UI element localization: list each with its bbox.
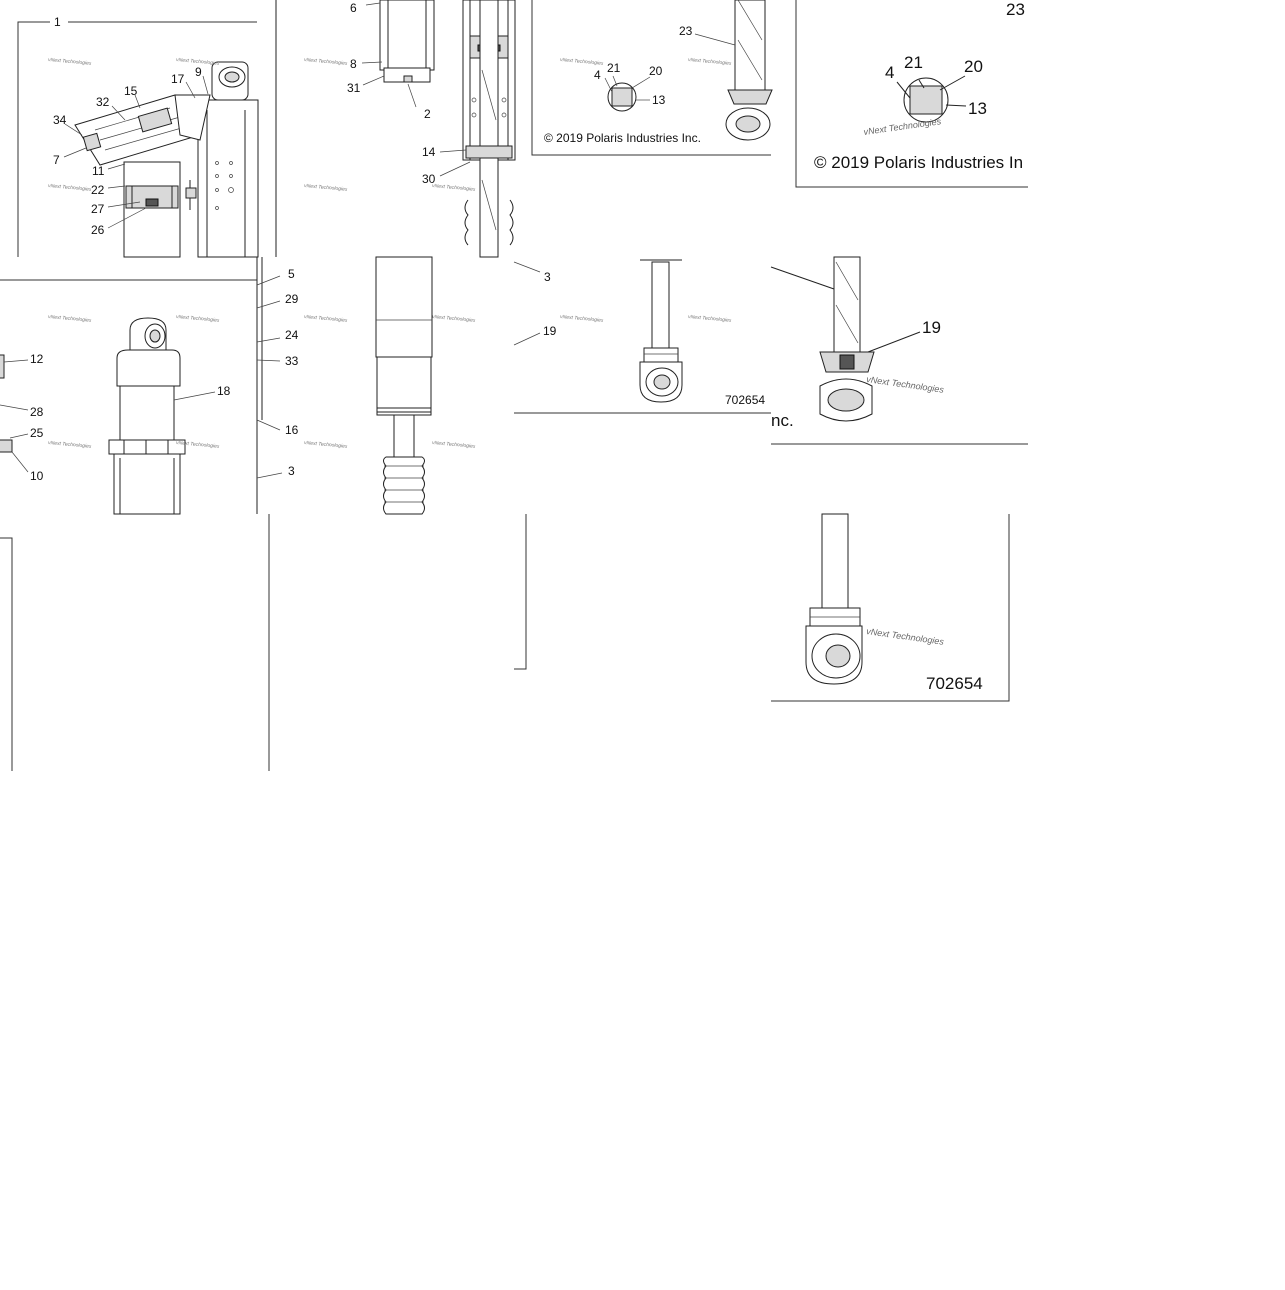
watermark: vNext Technologies bbox=[176, 57, 220, 67]
callout-16: 16 bbox=[285, 423, 299, 437]
watermark: vNext Technologies bbox=[304, 440, 348, 450]
copyright-notice-tail: nc. bbox=[771, 411, 794, 430]
callout-24: 24 bbox=[285, 328, 299, 342]
callout-23: 23 bbox=[1006, 0, 1025, 19]
callout-19: 19 bbox=[922, 318, 941, 337]
figure-number-zoom: 702654 bbox=[926, 674, 983, 693]
watermark: vNext Technologies bbox=[560, 57, 604, 67]
callout-23: 23 bbox=[679, 24, 693, 38]
tile-zoom-lower-eyelet: 19 vNext Technologies nc. bbox=[770, 256, 1028, 445]
watermark: vNext Technologies bbox=[863, 116, 942, 137]
watermark: vNext Technologies bbox=[48, 183, 92, 193]
lower-shaft bbox=[651, 261, 670, 351]
callout-5: 5 bbox=[288, 267, 295, 281]
callout-20: 20 bbox=[964, 57, 983, 76]
callout-8: 8 bbox=[350, 57, 357, 71]
callout-3: 3 bbox=[288, 464, 295, 478]
callout-19: 19 bbox=[543, 324, 557, 338]
watermark: vNext Technologies bbox=[304, 57, 348, 67]
tube-end bbox=[376, 356, 432, 416]
watermark: vNext Technologies bbox=[866, 374, 945, 395]
callout-18: 18 bbox=[217, 384, 231, 398]
callout-27: 27 bbox=[91, 202, 105, 216]
callout-13: 13 bbox=[652, 93, 666, 107]
watermark: vNext Technologies bbox=[48, 440, 92, 450]
callout-14: 14 bbox=[422, 145, 436, 159]
main-cylinder bbox=[123, 161, 181, 258]
callout-22: 22 bbox=[91, 183, 105, 197]
figure-number: 702654 bbox=[725, 393, 765, 407]
callout-28: 28 bbox=[30, 405, 44, 419]
shaft-zoom bbox=[833, 256, 861, 353]
callout-13: 13 bbox=[968, 99, 987, 118]
callout-26: 26 bbox=[91, 223, 105, 237]
shock-body bbox=[197, 99, 259, 258]
callout-20: 20 bbox=[649, 64, 663, 78]
callout-4: 4 bbox=[594, 68, 601, 82]
callout-4: 4 bbox=[885, 63, 894, 82]
shock-body-upper bbox=[119, 385, 175, 441]
tile-shaft-bumper: 5 29 24 33 16 3 vNext Technologies vNext… bbox=[256, 256, 476, 515]
watermark: vNext Technologies bbox=[48, 314, 92, 324]
callout-29: 29 bbox=[285, 292, 299, 306]
tile-assembled-shock: 12 28 25 10 18 vNext Technologies vNext … bbox=[0, 279, 257, 515]
callout-34: 34 bbox=[53, 113, 67, 127]
shaft bbox=[734, 0, 766, 91]
callout-6: 6 bbox=[350, 1, 357, 15]
watermark: vNext Technologies bbox=[304, 183, 348, 193]
watermark: vNext Technologies bbox=[176, 314, 220, 324]
shaft-lower bbox=[393, 414, 415, 458]
watermark: vNext Technologies bbox=[48, 57, 92, 67]
tile-frame-fragment-left bbox=[0, 537, 13, 771]
callout-21: 21 bbox=[607, 61, 621, 75]
tile-reservoir-assembly: 1 32 bbox=[17, 15, 259, 258]
callout-10: 10 bbox=[30, 469, 44, 483]
watermark: vNext Technologies bbox=[432, 183, 476, 193]
tile-body-section: 6 8 31 2 14 30 vNext Technologies vNext … bbox=[275, 0, 516, 258]
body-tube bbox=[375, 256, 433, 358]
tile-zoom-small-parts: 23 21 20 4 13 vNext Technologies © 2019 … bbox=[795, 0, 1028, 188]
watermark: vNext Technologies bbox=[688, 314, 732, 324]
shaft-zoom-lower bbox=[821, 513, 849, 609]
tile-frame-fragment-right bbox=[514, 514, 527, 670]
spring-collar bbox=[108, 439, 186, 455]
piston-rod bbox=[479, 0, 499, 258]
tile-small-parts: 23 21 20 4 13 © 2019 Polaris Industries … bbox=[531, 0, 773, 156]
bump-stop bbox=[383, 456, 425, 515]
callout-11: 11 bbox=[92, 164, 105, 178]
callout-32: 32 bbox=[96, 95, 110, 109]
callout-15: 15 bbox=[124, 84, 138, 98]
callout-2: 2 bbox=[424, 107, 431, 121]
callout-17: 17 bbox=[171, 72, 185, 86]
callout-12: 12 bbox=[30, 352, 44, 366]
watermark: vNext Technologies bbox=[432, 314, 476, 324]
callout-30: 30 bbox=[422, 172, 436, 186]
watermark: vNext Technologies bbox=[560, 314, 604, 324]
shock-cap bbox=[116, 349, 181, 387]
tile-zoom-eyelet-bottom: vNext Technologies 702654 bbox=[771, 513, 1010, 702]
callout-21: 21 bbox=[904, 53, 923, 72]
watermark: vNext Technologies bbox=[688, 57, 732, 67]
watermark: vNext Technologies bbox=[432, 440, 476, 450]
callout-33: 33 bbox=[285, 354, 299, 368]
tile-lower-eyelet: 3 19 702654 vNext Technologies vNext Tec… bbox=[513, 259, 771, 414]
watermark: vNext Technologies bbox=[304, 314, 348, 324]
watermark: vNext Technologies bbox=[176, 440, 220, 450]
callout-31: 31 bbox=[347, 81, 361, 95]
watermark: vNext Technologies bbox=[866, 626, 945, 647]
callout-25: 25 bbox=[30, 426, 44, 440]
callout-3: 3 bbox=[544, 270, 551, 284]
callout-7: 7 bbox=[53, 153, 60, 167]
callout-1: 1 bbox=[54, 15, 61, 29]
callout-9: 9 bbox=[195, 65, 202, 79]
copyright-notice-clipped: © 2019 Polaris Industries In bbox=[814, 153, 1023, 172]
copyright-notice: © 2019 Polaris Industries Inc. bbox=[544, 131, 701, 145]
